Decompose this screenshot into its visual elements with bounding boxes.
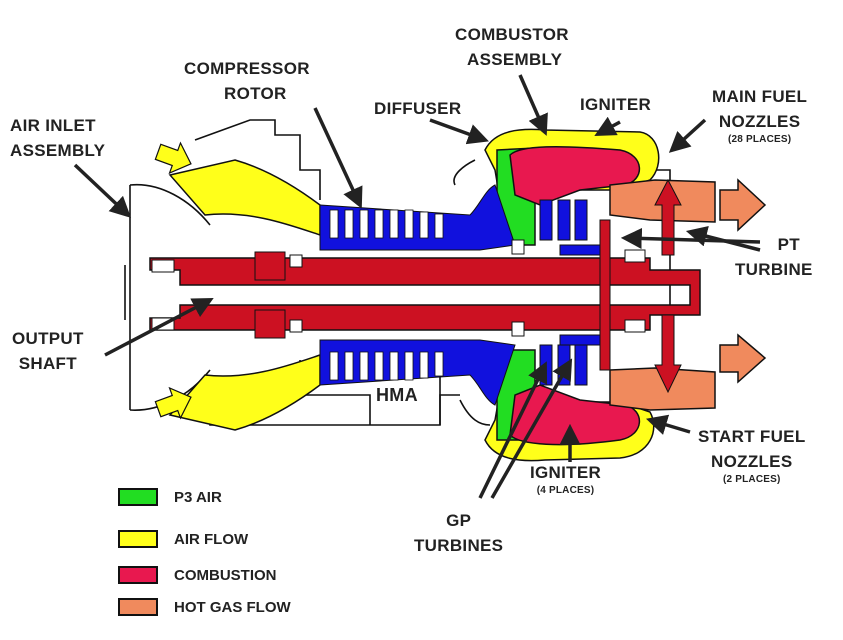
legend-label: AIR FLOW <box>174 531 249 548</box>
label-line: SHAFT <box>18 354 77 373</box>
label-line: COMBUSTOR <box>455 25 569 44</box>
label-line: COMPRESSOR <box>184 59 310 78</box>
legend-label: COMBUSTION <box>174 567 277 584</box>
gp-turbines-label: GP TURBINES <box>414 508 503 558</box>
igniter-top-label: IGNITER <box>580 95 652 114</box>
legend-swatch <box>118 598 158 616</box>
label-line: AIR INLET <box>10 116 96 135</box>
hma-label: HMA <box>376 385 418 405</box>
label-subline: (28 PLACES) <box>727 134 792 145</box>
label-line: START FUEL <box>698 427 806 446</box>
start-fuel-nozzles-label: START FUEL NOZZLES (2 PLACES) <box>698 424 806 486</box>
air-inlet-assembly-label: AIR INLET ASSEMBLY <box>10 113 105 163</box>
output-shaft <box>149 219 701 371</box>
compressor-rotor-label: COMPRESSOR ROTOR <box>184 56 310 106</box>
label-line: OUTPUT <box>12 329 84 348</box>
legend-swatch <box>118 566 158 584</box>
igniter-bottom-label: IGNITER (4 PLACES) <box>530 460 601 497</box>
hot-gas-regions <box>609 178 767 411</box>
compressor-blades <box>329 209 444 381</box>
compressor-rotor <box>319 184 516 406</box>
label-line: TURBINES <box>414 536 504 555</box>
legend-item-combustion: COMBUSTION <box>118 564 378 588</box>
label-subline: (2 PLACES) <box>722 474 781 485</box>
label-line: PT <box>777 235 800 254</box>
label-line: MAIN FUEL <box>712 87 808 106</box>
label-line: TURBINE <box>735 260 813 279</box>
inlet-arrows <box>154 141 192 420</box>
label-line: ASSEMBLY <box>10 141 106 160</box>
legend-swatch <box>118 488 158 506</box>
label-line: NOZZLES <box>718 112 801 131</box>
pt-turbine-label: PT TURBINE <box>735 232 813 282</box>
gp-turbine-blocks <box>539 199 601 386</box>
output-shaft-label: OUTPUT SHAFT <box>12 326 84 376</box>
label-line: ROTOR <box>224 84 287 103</box>
label-subline: (4 PLACES) <box>536 485 595 496</box>
diffuser-label: DIFFUSER <box>374 99 462 118</box>
main-fuel-nozzles-label: MAIN FUEL NOZZLES (28 PLACES) <box>712 84 807 146</box>
legend-item-air-flow: AIR FLOW <box>118 528 378 552</box>
label-line: ASSEMBLY <box>467 50 563 69</box>
legend-item-p3-air: P3 AIR <box>118 486 378 510</box>
leader-arrows <box>73 74 761 499</box>
label-line: IGNITER <box>530 463 602 482</box>
legend-label: HOT GAS FLOW <box>174 599 291 616</box>
label-line: GP <box>446 511 472 530</box>
legend-label: P3 AIR <box>174 489 222 506</box>
pt-turbine-arrows <box>654 178 682 394</box>
legend-swatch <box>118 530 158 548</box>
combustor-assembly-label: COMBUSTOR ASSEMBLY <box>455 22 569 72</box>
legend-item-hot-gas-flow: HOT GAS FLOW <box>118 596 378 620</box>
label-line: NOZZLES <box>711 452 793 471</box>
